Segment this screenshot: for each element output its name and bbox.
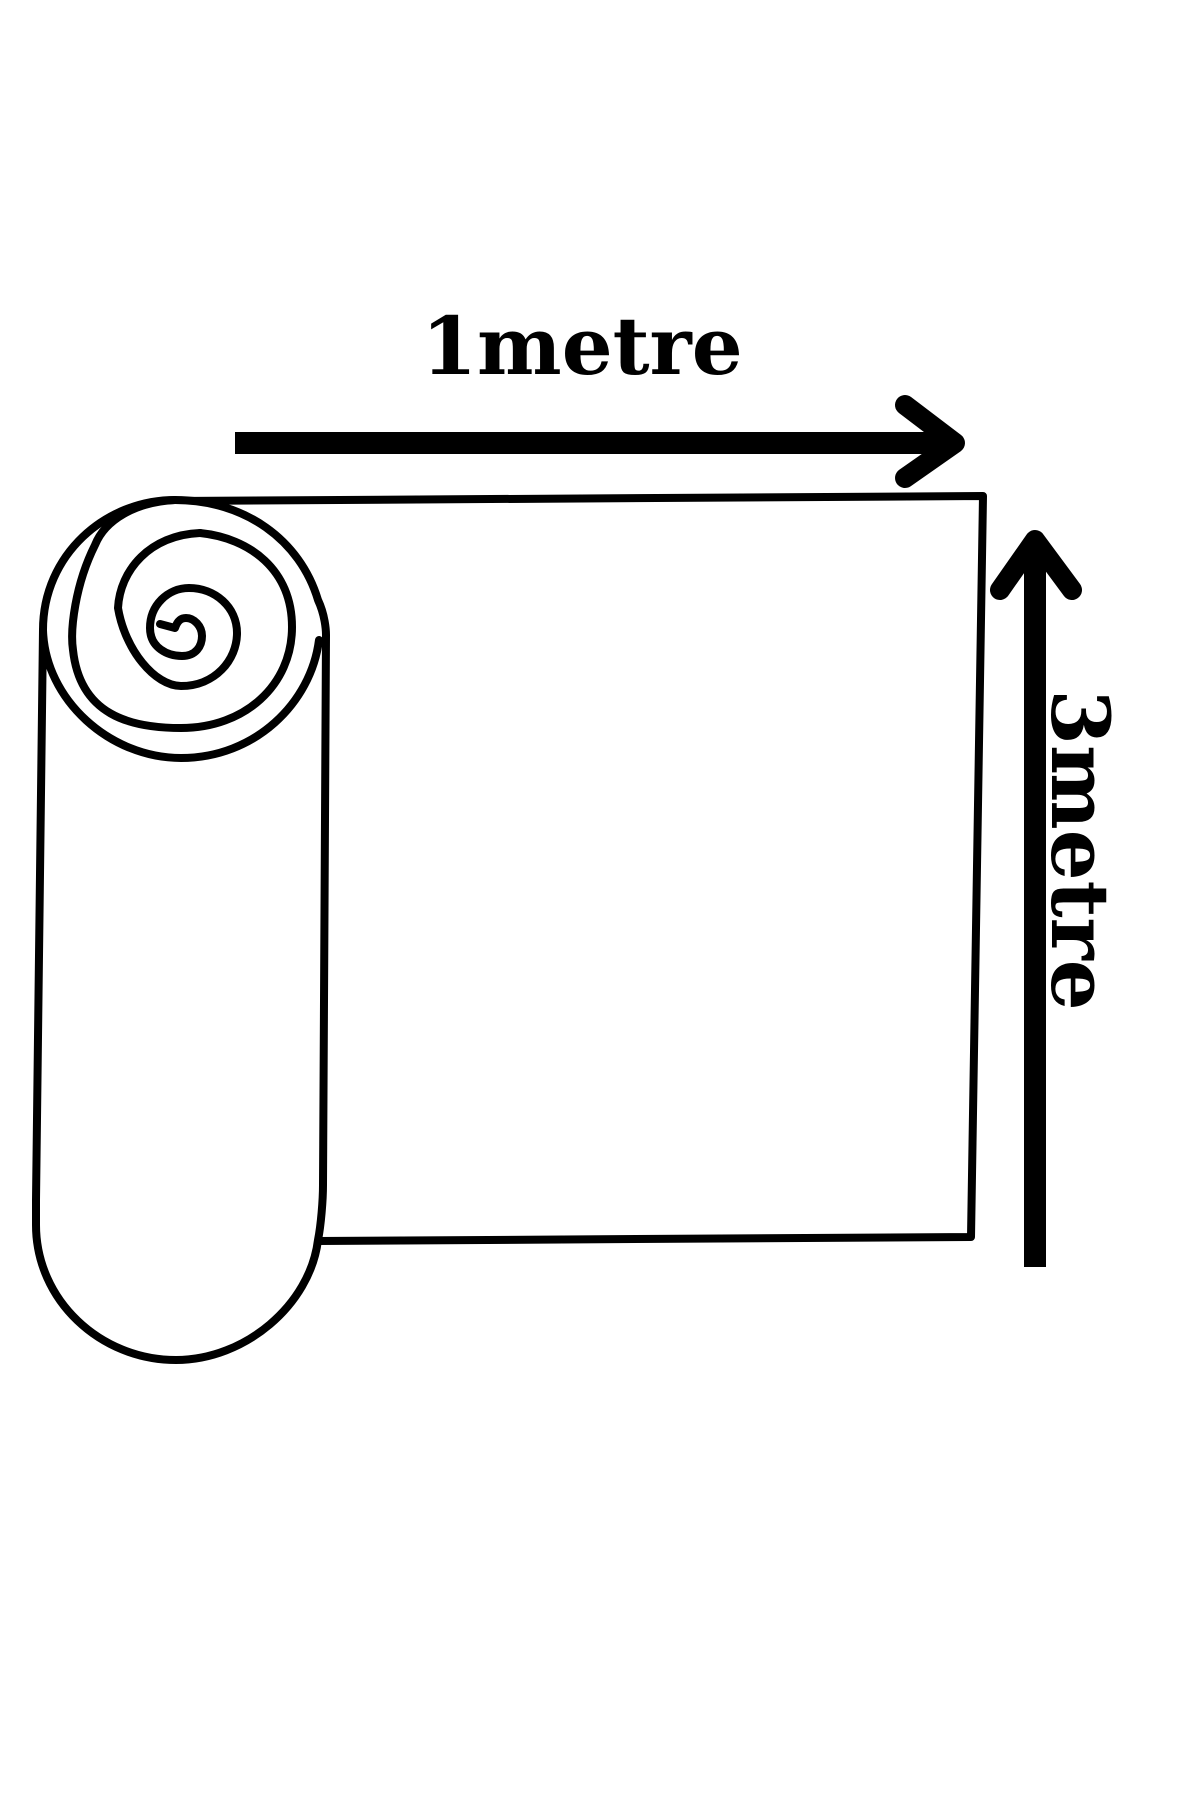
width-label: 1metre (421, 299, 742, 393)
roll-outer-layer (39, 626, 323, 762)
roll-inner-spiral (114, 529, 241, 690)
length-label: 3metre (1033, 689, 1127, 1010)
fabric-sheet (171, 492, 987, 1245)
roll-cylinder (32, 496, 330, 1364)
roll-mid-layer (68, 496, 296, 732)
length-arrow-icon (990, 530, 1082, 1267)
width-arrow-icon (235, 395, 965, 488)
